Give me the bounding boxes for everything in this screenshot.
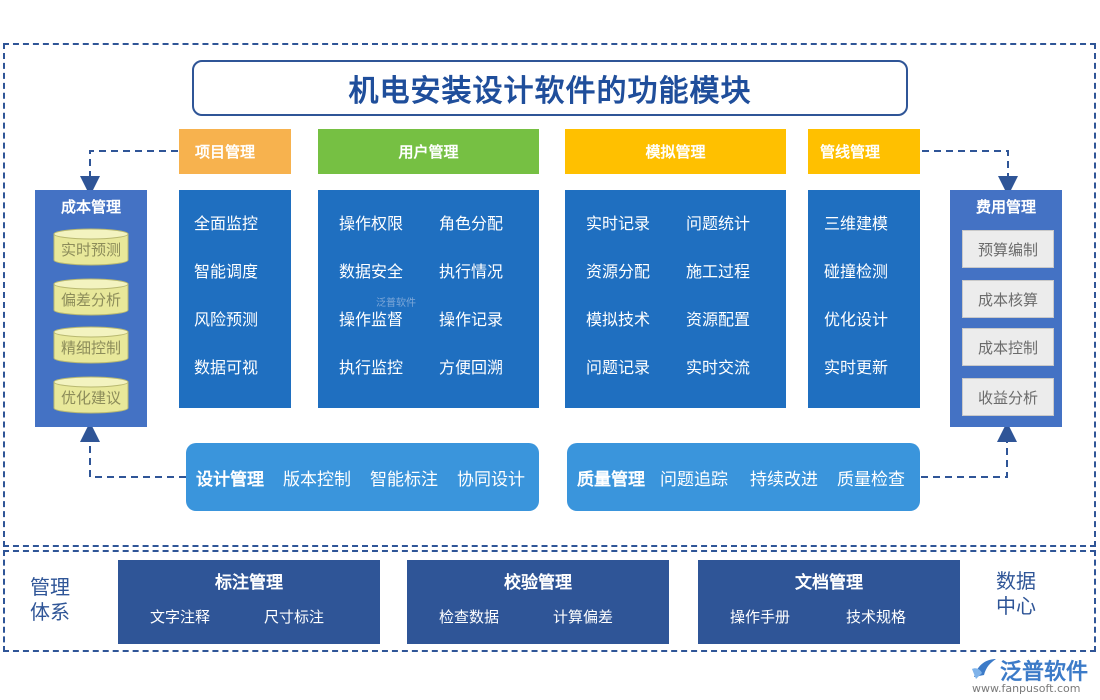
module-user: 操作权限 角色分配 数据安全 执行情况 操作监督 操作记录 执行监控 方便回溯 … (318, 190, 539, 408)
module-item: 施工过程 (686, 262, 751, 281)
logo-icon (972, 659, 996, 679)
module-pipeline: 三维建模 碰撞检测 优化设计 实时更新 (808, 190, 920, 408)
annotation-item: 文字注释 (150, 608, 211, 626)
right-label-line: 数据 (996, 569, 1036, 593)
design-management: 设计管理 版本控制 智能标注 协同设计 (186, 443, 539, 511)
bottom-frame (3, 550, 1096, 652)
module-item: 实时记录 (586, 214, 651, 233)
module-item: 角色分配 (439, 214, 504, 233)
cylinder-icon (53, 228, 129, 266)
left-label-line: 管理 (30, 575, 70, 599)
module-item: 碰撞检测 (824, 262, 889, 281)
module-item: 数据安全 (339, 262, 404, 281)
module-header-pipeline: 管线管理 (808, 129, 920, 174)
cylinder-icon (53, 376, 129, 414)
cost-item-label: 精细控制 (60, 339, 121, 357)
main-frame (3, 43, 1096, 547)
module-project: 全面监控 智能调度 风险预测 数据可视 (179, 190, 291, 408)
left-label: 管理 体系 (30, 575, 70, 625)
module-item: 资源配置 (686, 310, 751, 329)
design-item: 智能标注 (370, 469, 438, 490)
logo-url: www.fanpusoft.com (972, 682, 1081, 695)
quality-management-title: 质量管理 (577, 469, 645, 490)
design-management-title: 设计管理 (196, 469, 264, 490)
module-item: 全面监控 (194, 214, 259, 233)
quality-item: 质量检查 (837, 469, 905, 490)
document-management: 文档管理 操作手册 技术规格 (698, 560, 960, 644)
document-item: 操作手册 (730, 608, 791, 626)
logo-text: 泛普软件 (1000, 660, 1089, 685)
cost-item-label: 实时预测 (60, 241, 121, 259)
design-item: 版本控制 (283, 469, 351, 490)
module-item: 实时更新 (824, 358, 889, 377)
cost-item: 实时预测 (53, 228, 129, 266)
module-item: 风险预测 (194, 310, 259, 329)
page-title: 机电安装设计软件的功能模块 (192, 60, 908, 116)
module-item: 操作权限 (339, 214, 404, 233)
watermark: 泛普软件 (376, 298, 416, 309)
document-management-title: 文档管理 (795, 573, 863, 593)
module-item: 方便回溯 (439, 358, 504, 377)
cost-item: 优化建议 (53, 376, 129, 414)
verification-management-title: 校验管理 (504, 573, 572, 593)
module-item: 模拟技术 (586, 310, 651, 329)
left-label-line: 体系 (30, 600, 70, 624)
module-item: 优化设计 (824, 310, 889, 329)
module-item: 智能调度 (194, 262, 259, 281)
cost-item: 偏差分析 (53, 278, 129, 316)
module-header-simulation: 模拟管理 (565, 129, 786, 174)
module-item: 问题记录 (586, 358, 651, 377)
quality-item: 持续改进 (750, 469, 818, 490)
verification-item: 计算偏差 (553, 608, 614, 626)
annotation-management: 标注管理 文字注释 尺寸标注 (118, 560, 380, 644)
module-item: 数据可视 (194, 358, 259, 377)
module-item: 执行监控 (339, 358, 404, 377)
module-item: 问题统计 (686, 214, 751, 233)
fee-item: 成本控制 (962, 328, 1054, 366)
cost-management-title: 成本管理 (60, 198, 121, 216)
module-simulation: 实时记录 问题统计 资源分配 施工过程 模拟技术 资源配置 问题记录 实时交流 (565, 190, 786, 408)
quality-item: 问题追踪 (660, 469, 728, 490)
module-item: 操作记录 (439, 310, 504, 329)
quality-management: 质量管理 问题追踪 持续改进 质量检查 (567, 443, 920, 511)
module-header-user: 用户管理 (318, 129, 539, 174)
fee-item: 成本核算 (962, 280, 1054, 318)
fee-item: 预算编制 (962, 230, 1054, 268)
fee-management: 费用管理 预算编制 成本核算 成本控制 收益分析 (950, 190, 1062, 427)
cylinder-icon (53, 326, 129, 364)
design-item: 协同设计 (457, 469, 525, 490)
annotation-item: 尺寸标注 (264, 608, 325, 626)
fee-item: 收益分析 (962, 378, 1054, 416)
module-item: 三维建模 (824, 214, 889, 233)
cost-management: 成本管理 实时预测 偏差分析 精细控制 优化建议 (35, 190, 147, 427)
verification-management: 校验管理 检查数据 计算偏差 (407, 560, 669, 644)
module-item: 操作监督 (339, 310, 404, 329)
document-item: 技术规格 (846, 608, 907, 626)
module-header-project: 项目管理 (179, 129, 291, 174)
cost-item: 精细控制 (53, 326, 129, 364)
cylinder-icon (53, 278, 129, 316)
right-label: 数据 中心 (996, 569, 1036, 619)
cost-item-label: 优化建议 (60, 389, 121, 407)
right-label-line: 中心 (996, 594, 1036, 618)
verification-item: 检查数据 (439, 608, 500, 626)
module-item: 实时交流 (686, 358, 751, 377)
annotation-management-title: 标注管理 (215, 573, 283, 593)
fee-management-title: 费用管理 (975, 198, 1036, 216)
module-item: 执行情况 (439, 262, 504, 281)
cost-item-label: 偏差分析 (60, 291, 121, 309)
module-item: 资源分配 (586, 262, 651, 281)
